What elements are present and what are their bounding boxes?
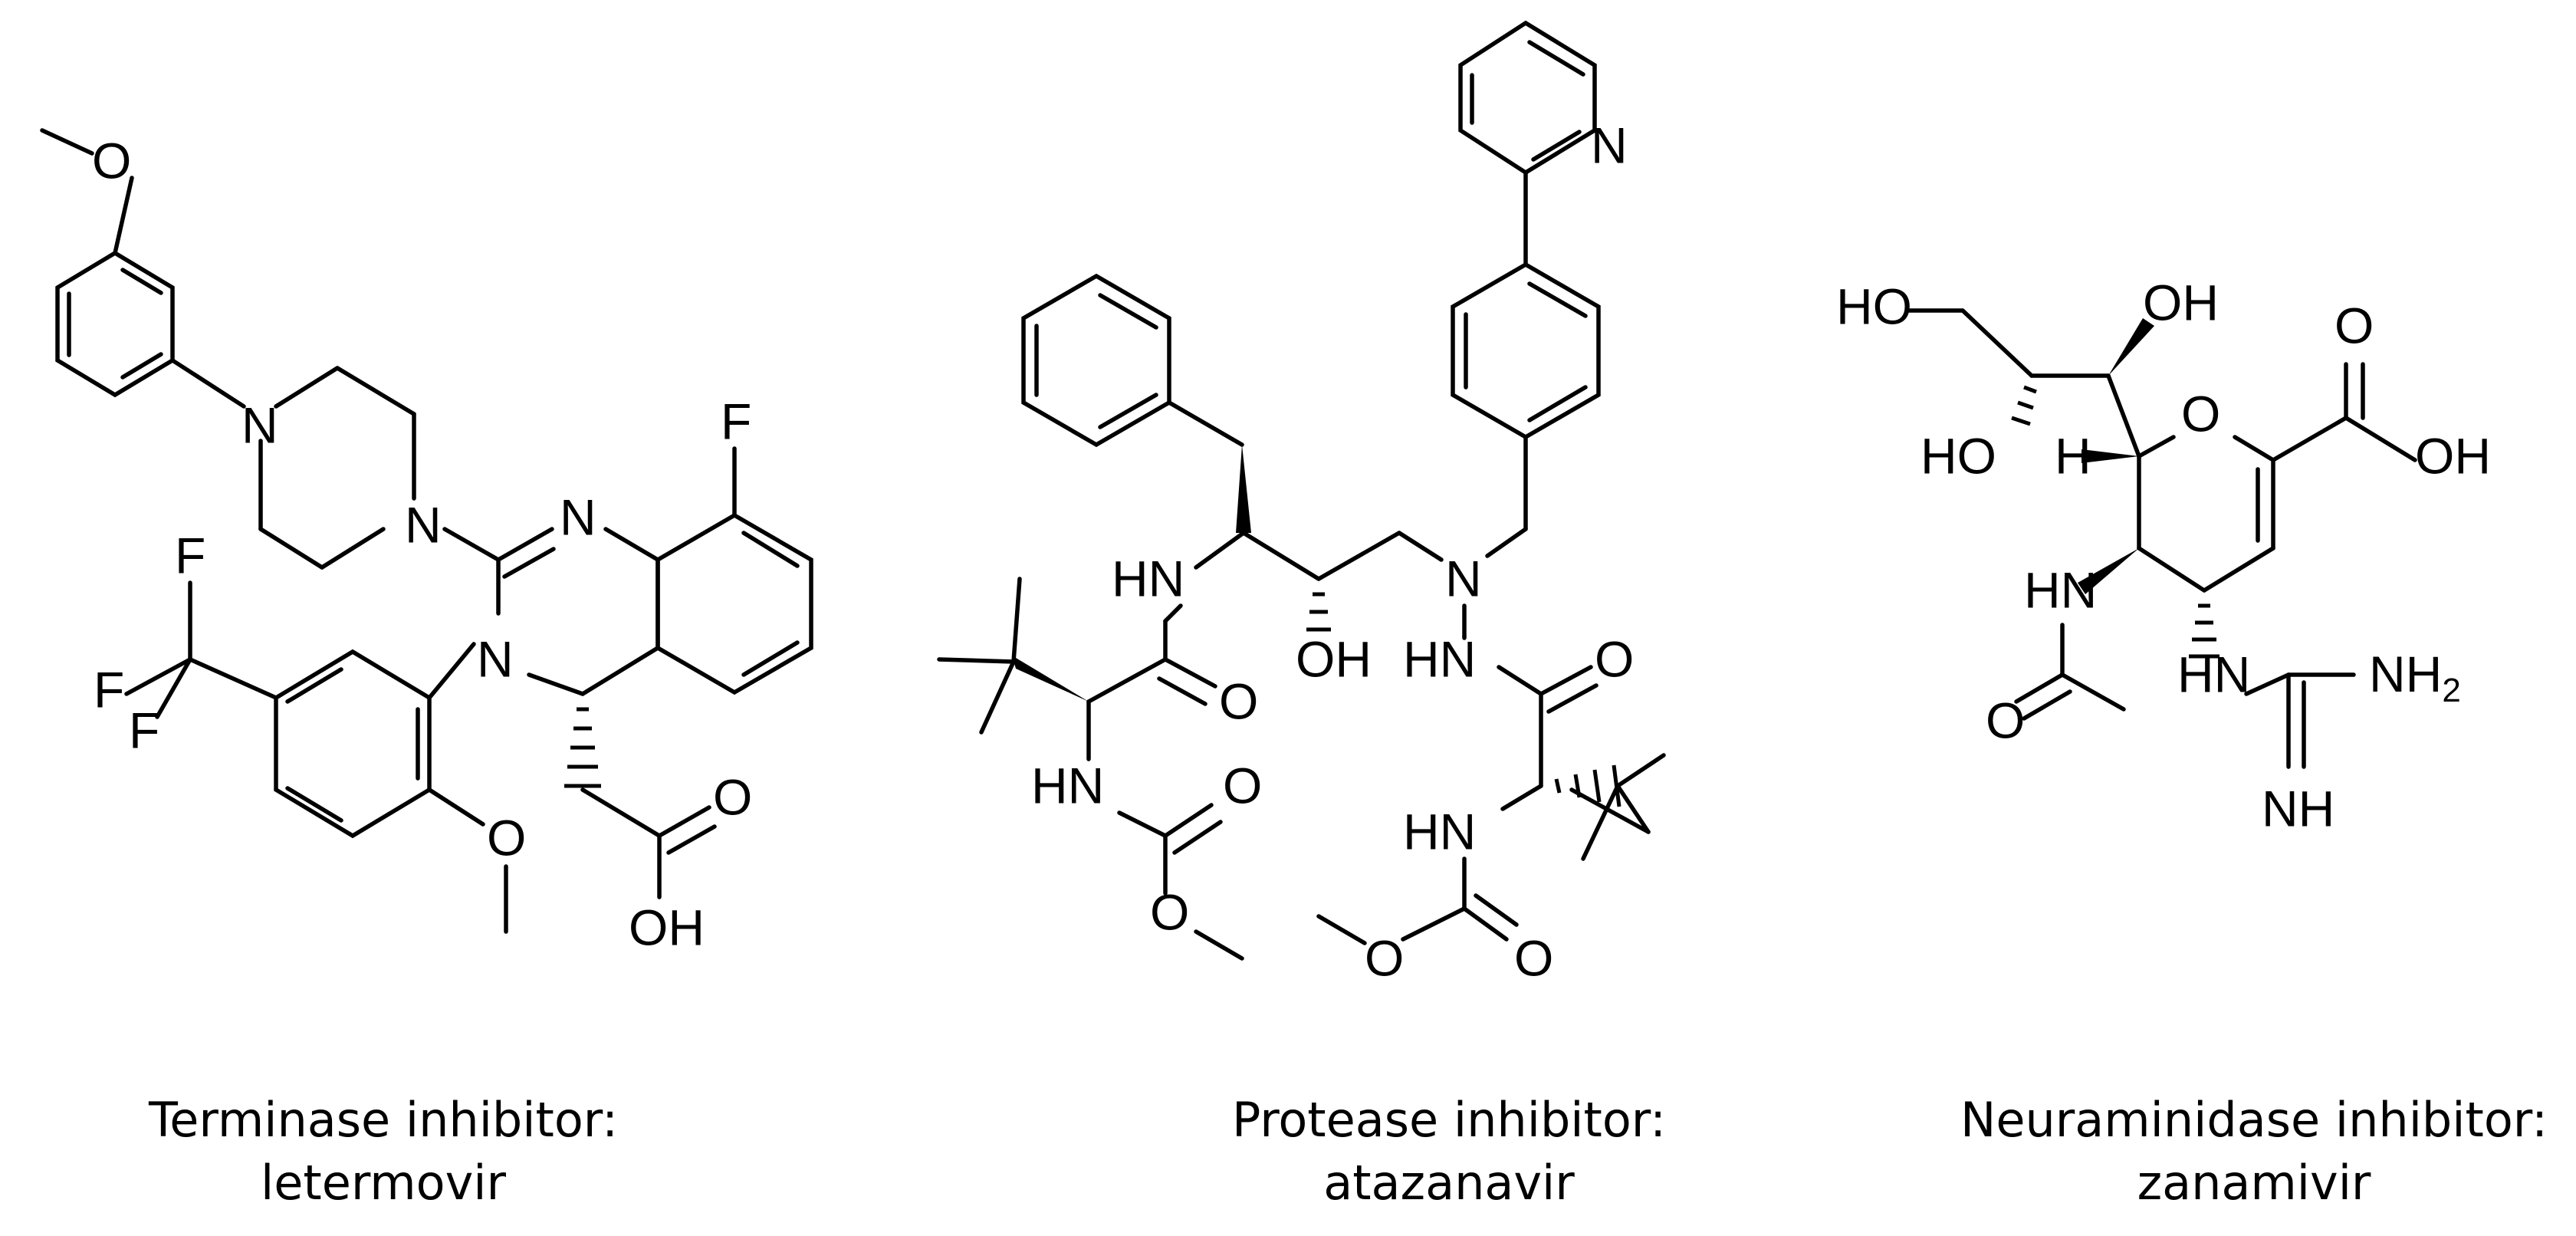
letermovir-atom-n1: N: [242, 396, 278, 453]
zanamivir-atom-o-ring: O: [2181, 385, 2220, 442]
letermovir-atom-n4: N: [477, 630, 514, 687]
zanamivir-atom-h: H: [2055, 427, 2091, 484]
atazanavir-atom-o5: O: [1365, 929, 1404, 986]
atazanavir-atom-hn4: HN: [1403, 803, 1476, 860]
letermovir-atom-o1: O: [92, 132, 131, 189]
letermovir-structure: O N N N N F F F F O O OH: [40, 128, 813, 955]
zanamivir-structure: HO OH O O OH HO H HN HN NH2 O NH: [1836, 274, 2491, 837]
atazanavir-atom-o1: O: [1595, 630, 1634, 687]
atazanavir-atom-o2: O: [1219, 672, 1258, 729]
letermovir-caption-name: letermovir: [261, 1155, 506, 1211]
zanamivir-caption: Neuraminidase inhibitor: zanamivir: [1932, 1089, 2576, 1215]
atazanavir-atom-hn2: HN: [1403, 630, 1476, 687]
atazanavir-atom-o3: O: [1223, 757, 1262, 814]
atazanavir-atom-o4: O: [1150, 883, 1189, 940]
atazanavir-caption: Protease inhibitor: atazanavir: [1181, 1089, 1717, 1215]
zanamivir-atom-o-acid: O: [2334, 297, 2374, 353]
zanamivir-atom-nh2: NH2: [2369, 646, 2461, 708]
letermovir-atom-f1: F: [721, 393, 751, 449]
zanamivir-atom-ho2: HO: [1921, 427, 1996, 484]
letermovir-atom-n3: N: [560, 488, 596, 545]
atazanavir-atom-hn1: HN: [1112, 550, 1184, 606]
zanamivir-atom-hn1: HN: [2024, 561, 2097, 618]
letermovir-atom-f3: F: [94, 661, 124, 718]
zanamivir-caption-class: Neuraminidase inhibitor:: [1960, 1092, 2548, 1148]
atazanavir-atom-hn3: HN: [1031, 757, 1104, 814]
letermovir-caption: Terminase inhibitor: letermovir: [115, 1089, 652, 1215]
zanamivir-atom-oh-acid: OH: [2415, 427, 2491, 484]
letermovir-atom-oh: OH: [629, 899, 705, 955]
letermovir-atom-f4: F: [129, 702, 159, 758]
letermovir-atom-o2: O: [487, 809, 526, 866]
zanamivir-atom-o-amide: O: [1986, 692, 2025, 748]
zanamivir-atom-oh1: OH: [2143, 274, 2219, 330]
letermovir-atom-f2: F: [175, 527, 205, 583]
letermovir-atom-o3: O: [713, 768, 752, 825]
letermovir-atom-n2: N: [405, 496, 442, 553]
atazanavir-atom-o6: O: [1514, 929, 1553, 986]
zanamivir-caption-name: zanamivir: [2137, 1155, 2371, 1211]
zanamivir-atom-nh: NH: [2262, 780, 2334, 837]
atazanavir-structure: N HN OH N HN O O HN O O HN O O: [937, 20, 1666, 986]
atazanavir-atom-oh: OH: [1296, 630, 1372, 687]
atazanavir-caption-name: atazanavir: [1323, 1155, 1575, 1211]
letermovir-caption-class: Terminase inhibitor:: [148, 1092, 619, 1148]
zanamivir-atom-hn2: HN: [2177, 646, 2250, 702]
atazanavir-atom-npy: N: [1591, 117, 1628, 173]
zanamivir-atom-ho1: HO: [1836, 278, 1912, 334]
atazanavir-caption-class: Protease inhibitor:: [1231, 1092, 1667, 1148]
atazanavir-atom-n: N: [1445, 550, 1482, 606]
